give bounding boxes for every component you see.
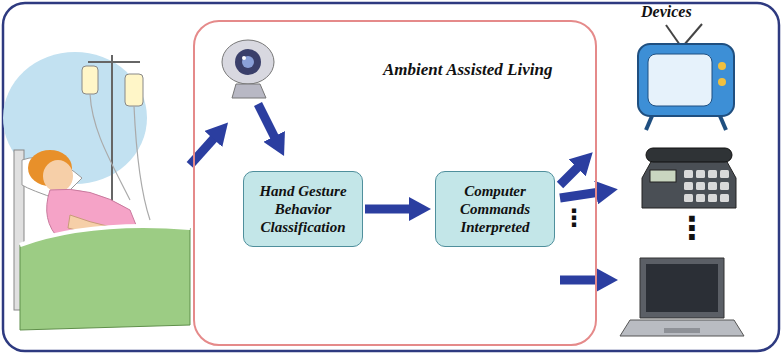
phone-key <box>696 194 705 202</box>
region-panel: Ambient Assisted LivingHand Gesture Beha… <box>193 20 597 346</box>
laptop-icon <box>620 258 744 336</box>
tv-icon <box>638 24 734 130</box>
phone-key <box>684 182 693 190</box>
phone-key <box>708 170 717 178</box>
region-title: Ambient Assisted Living <box>383 60 552 80</box>
flow-arrow <box>365 205 413 214</box>
phone-key <box>720 194 729 202</box>
process-box: Computer Commands Interpreted <box>435 171 555 247</box>
phone-key <box>684 170 693 178</box>
phone-key <box>696 170 705 178</box>
phone-key <box>708 194 717 202</box>
devices-label: Devices <box>641 4 692 20</box>
outer-frame <box>3 3 779 351</box>
webcam-icon <box>222 40 274 98</box>
phone-key <box>696 182 705 190</box>
ellipsis-dots: ⋮ <box>676 212 708 244</box>
phone-icon <box>642 148 736 208</box>
box-label: Hand Gesture Behavior Classification <box>251 182 355 236</box>
flow-arrow <box>190 104 600 280</box>
patient-illustration <box>3 52 190 330</box>
phone-key <box>720 182 729 190</box>
box-label: Computer Commands Interpreted <box>443 182 547 236</box>
phone-key <box>684 194 693 202</box>
ellipsis-dots: ⋮ <box>562 206 586 230</box>
phone-key <box>708 182 717 190</box>
phone-key <box>720 170 729 178</box>
process-box: Hand Gesture Behavior Classification <box>243 171 363 247</box>
